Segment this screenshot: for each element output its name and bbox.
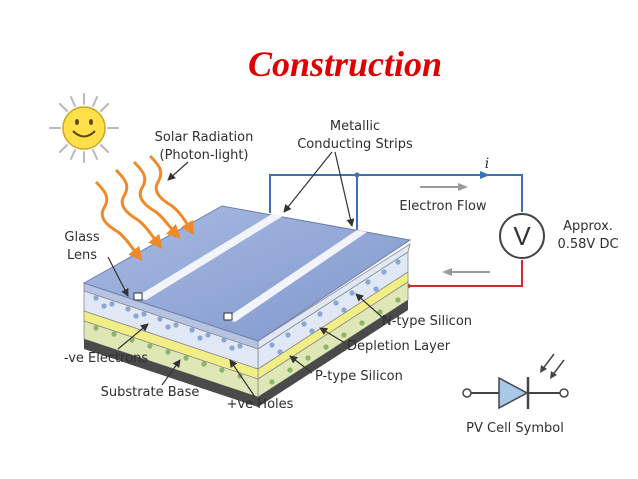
photon-arrows [94,154,195,262]
lens-label: Lens [67,248,97,263]
pv-symbol-label: PV Cell Symbol [466,421,564,436]
voltmeter-letter: V [513,221,531,251]
sun-icon [49,93,119,163]
approx-label: Approx. [563,219,613,234]
page-title: Construction [248,44,442,84]
voltmeter-icon [499,213,545,259]
electron-flow-label: Electron Flow [399,199,486,214]
metallic-label: Metallic [330,119,380,134]
electron-flow-arrow [420,183,468,191]
pv-cell-symbol-icon [462,353,569,410]
photon-light-label: (Photon-light) [160,148,249,163]
return-flow-arrow [442,268,490,276]
current-symbol: i [485,156,489,172]
circuit-wires [269,171,523,289]
leader-lines [107,151,384,398]
solar-radiation-label: Solar Radiation [155,130,254,145]
depletion-label: Depletion Layer [347,339,451,354]
conducting-strips-label: Conducting Strips [297,137,413,152]
voltage-label: 0.58V DC [557,237,618,252]
n-type-label: N-type Silicon [382,314,472,329]
neg-electrons-label: -ve Electrons [64,351,148,366]
p-type-label: P-type Silicon [315,369,403,384]
pos-holes-label: +ve Holes [227,397,294,412]
substrate-label: Substrate Base [101,385,200,400]
glass-label: Glass [64,230,99,245]
